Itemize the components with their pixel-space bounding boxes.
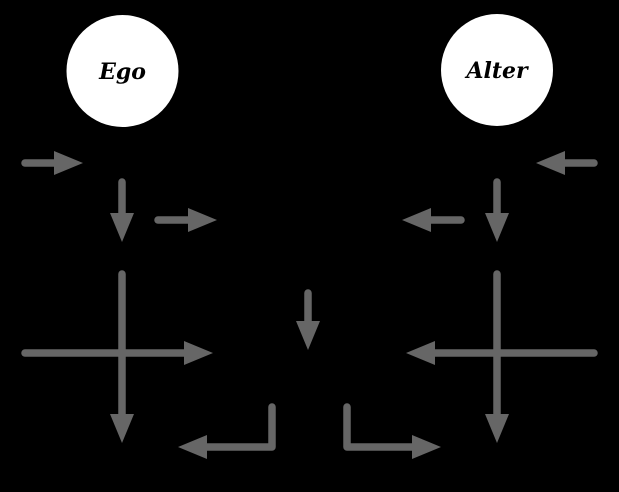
arrow-ego-down-short-head [110,213,134,242]
arrow-alter-out-left-short-head [402,208,431,232]
arrow-ego-elbow-left-shaft [203,403,276,451]
arrow-ego-cross-right-long-head [184,341,213,365]
arrow-alter-cross-left-long-head [406,341,435,365]
arrow-center-down-head [296,321,320,350]
arrow-ego-inflow-right-head [54,151,83,175]
alter-label: Alter [464,58,529,84]
arrow-alter-elbow-right-head [412,435,441,459]
arrow-alter-down-long-head [485,414,509,443]
ego-label: Ego [98,59,146,85]
alter-node: Alter [441,14,553,126]
arrow-alter-elbow-right-shaft [343,403,416,451]
arrow-ego-out-right-short-head [188,208,217,232]
arrow-alter-down-short-head [485,213,509,242]
ego-circle [66,15,179,127]
arrows-layer [21,151,598,459]
arrow-alter-inflow-left-head [536,151,565,175]
arrow-ego-down-long-head [110,414,134,443]
arrow-ego-elbow-left-head [178,435,207,459]
alter-circle [441,14,553,126]
ego-node: Ego [66,15,179,127]
